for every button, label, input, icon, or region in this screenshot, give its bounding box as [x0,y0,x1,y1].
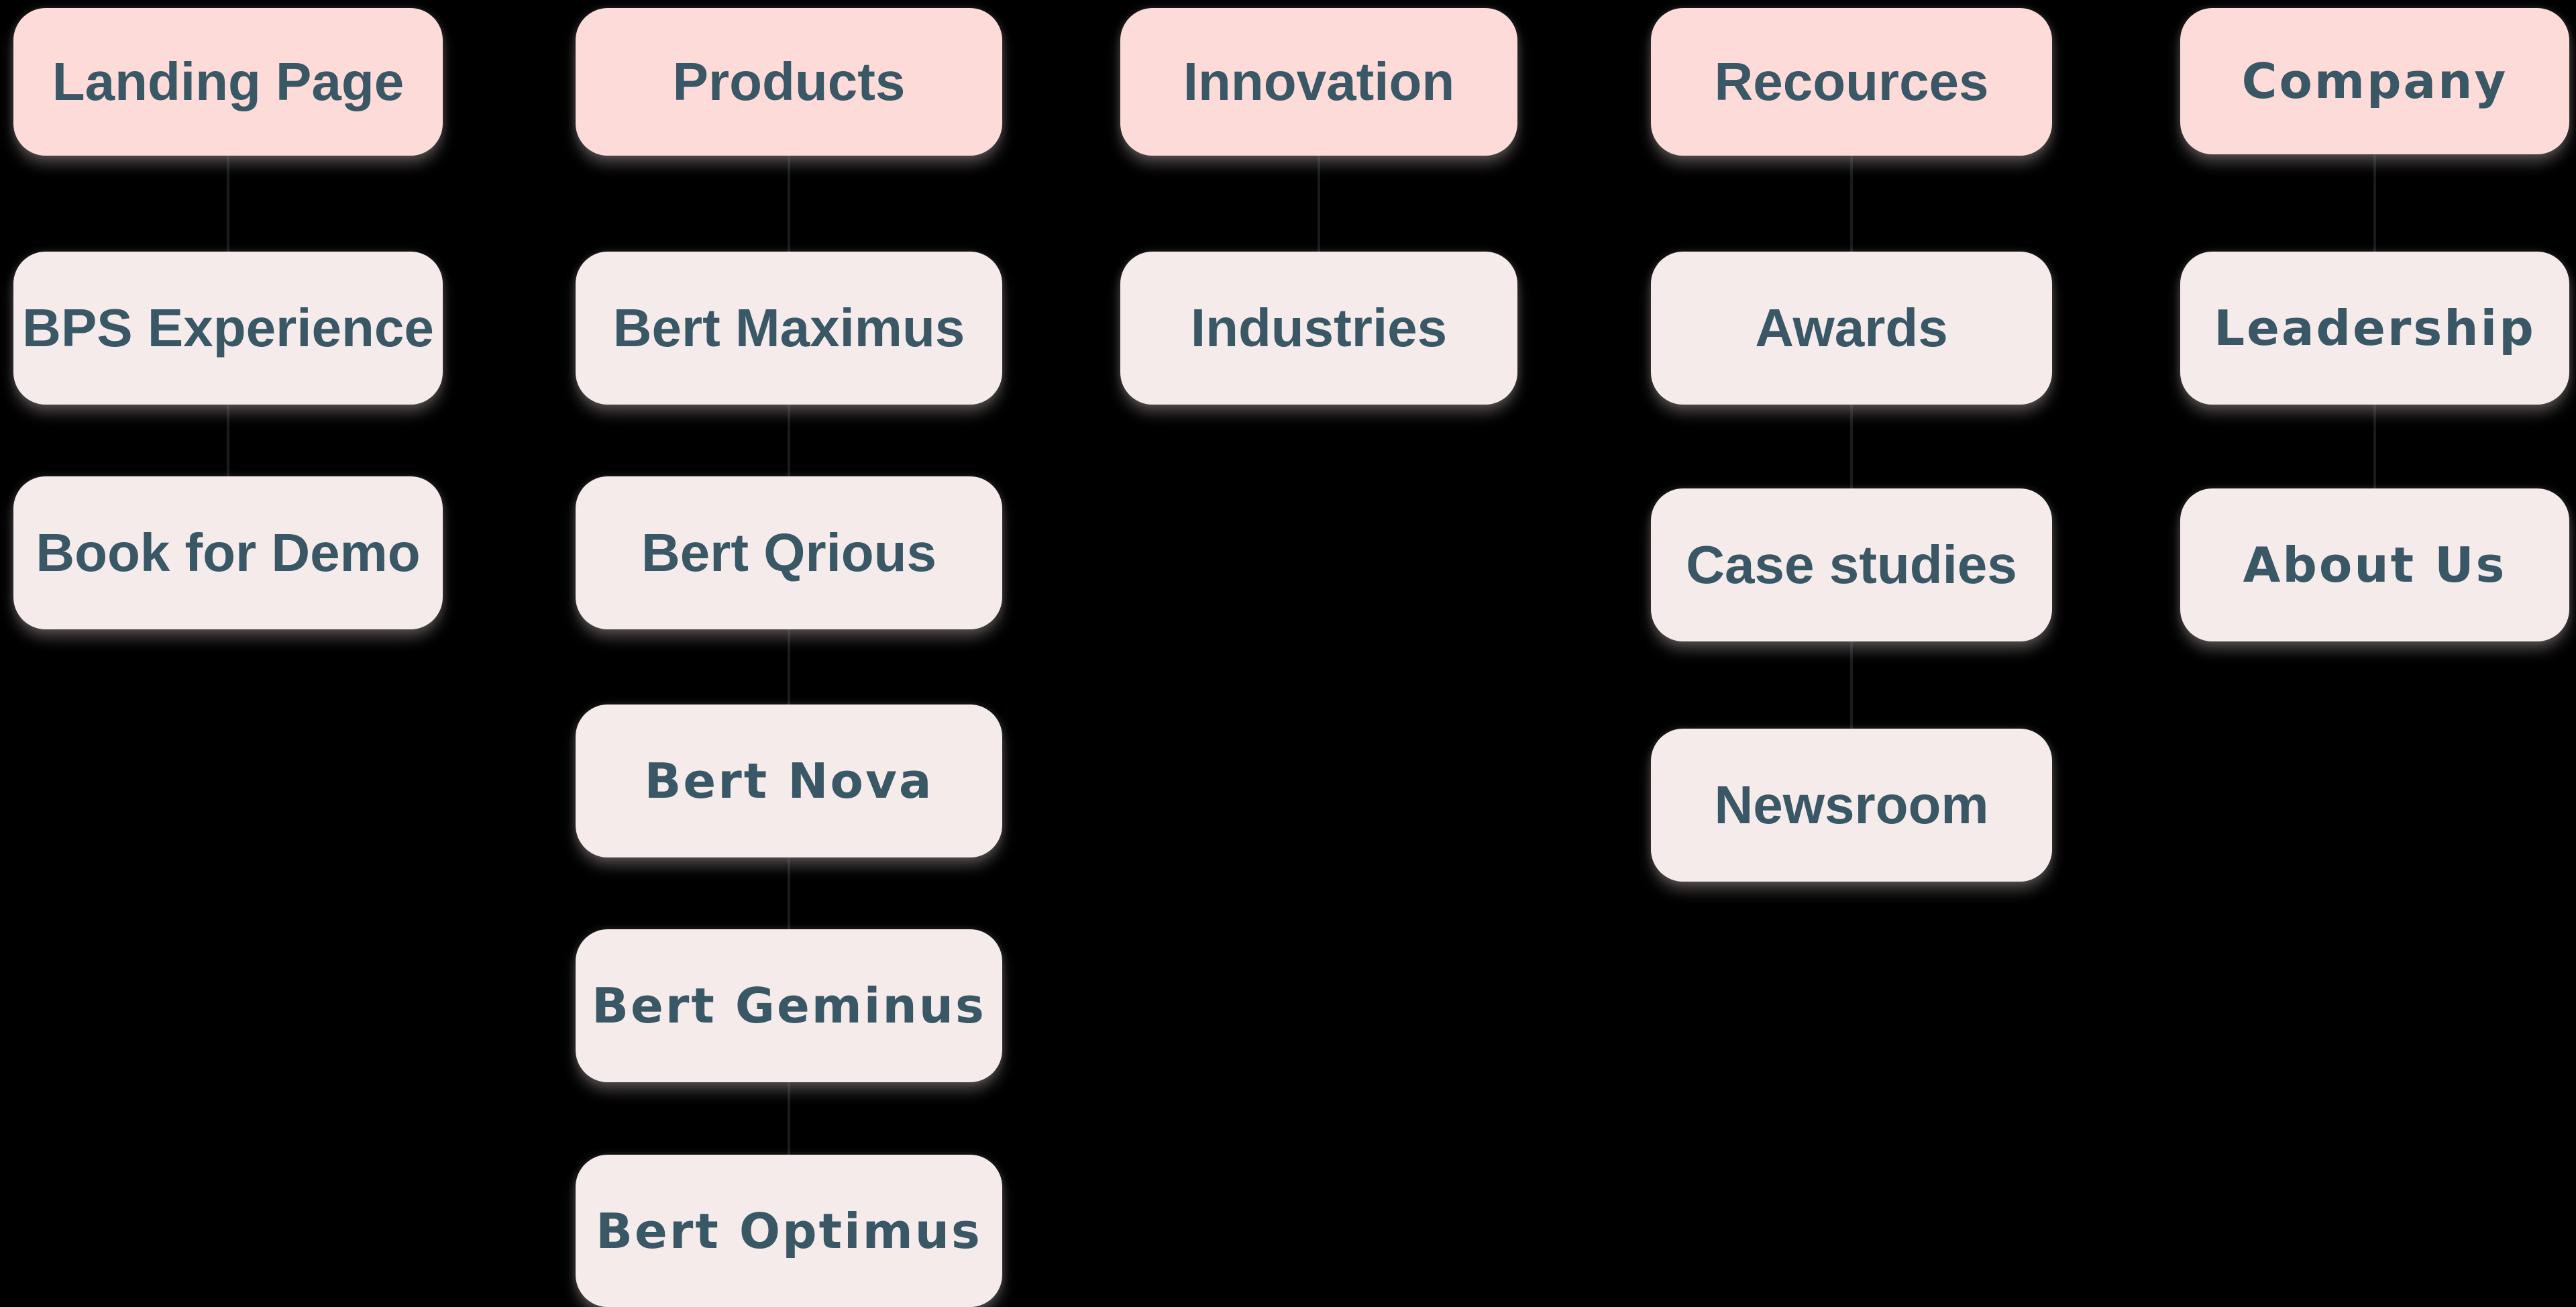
node-bert-optimus: Bert Optimus [576,1155,1002,1307]
connector-line [1850,156,1853,252]
node-case-studies: Case studies [1651,488,2052,641]
node-bert-geminus: Bert Geminus [576,929,1002,1082]
node-landing-page: Landing Page [13,8,443,156]
node-about-us: About Us [2180,488,2569,641]
connector-line [227,405,229,476]
connector-line [788,156,790,252]
node-industries: Industries [1120,252,1517,405]
node-recources: Recources [1651,8,2052,156]
node-awards: Awards [1651,252,2052,405]
connector-line [1318,156,1320,252]
node-leadership: Leadership [2180,252,2569,405]
node-bert-qrious: Bert Qrious [576,476,1002,629]
node-company: Company [2180,8,2569,154]
node-bps-experience: BPS Experience [13,252,443,405]
connector-line [788,629,790,704]
connector-line [788,405,790,476]
node-innovation: Innovation [1120,8,1517,156]
connector-line [227,156,229,252]
connector-line [1850,405,1853,488]
connector-line [788,1082,790,1155]
node-products: Products [576,8,1002,156]
connector-line [788,857,790,929]
node-bert-maximus: Bert Maximus [576,252,1002,405]
connector-line [1850,641,1853,729]
node-bert-nova: Bert Nova [576,704,1002,857]
connector-line [2373,154,2376,252]
node-book-for-demo: Book for Demo [13,476,443,629]
connector-line [2373,405,2376,488]
node-newsroom: Newsroom [1651,729,2052,882]
